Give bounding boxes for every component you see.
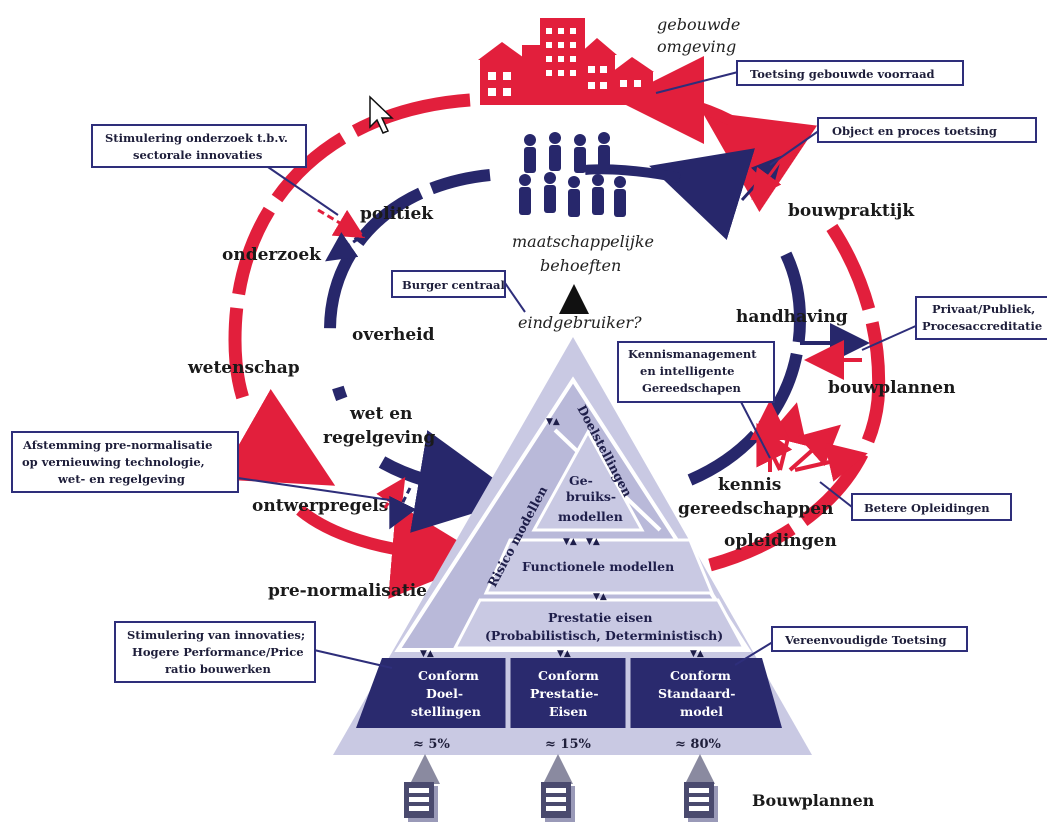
opleidingen-label: opleidingen	[724, 531, 837, 551]
bouwplannen-documents: Bouwplannen	[404, 754, 875, 822]
svg-text:model: model	[680, 704, 723, 719]
svg-text:Stimulering van innovaties;: Stimulering van innovaties;	[127, 628, 305, 642]
svg-text:Afstemming pre-normalisatie: Afstemming pre-normalisatie	[22, 438, 212, 452]
eindgebruiker-label: eindgebruiker?	[518, 313, 642, 332]
svg-text:Doel-: Doel-	[426, 686, 463, 701]
callout-toetsing-voorraad: Toetsing gebouwde voorraad	[655, 60, 964, 94]
prestatie-label-1: Prestatie eisen	[548, 610, 652, 625]
gebruiks-triangle	[531, 428, 645, 532]
svg-text:▼▲: ▼▲	[546, 417, 560, 427]
prenormalisatie-label: pre-normalisatie	[268, 581, 427, 601]
svg-text:wet- en regelgeving: wet- en regelgeving	[57, 472, 185, 486]
svg-text:Conform: Conform	[670, 668, 731, 683]
navy-arrow-wet	[378, 430, 522, 533]
wet-label-1: wet en	[349, 404, 412, 424]
onderzoek-label: onderzoek	[222, 245, 322, 265]
small-arrows	[317, 149, 870, 530]
gebouwde-label: gebouwde	[657, 15, 740, 34]
callout-object-proces: Object en proces toetsing	[769, 117, 1037, 166]
kennis-label-1: kennis	[718, 475, 781, 495]
svg-text:Conform: Conform	[538, 668, 599, 683]
document-stack-icon	[404, 782, 438, 822]
wet-label-2: regelgeving	[323, 428, 435, 448]
pct-standaard: ≈ 80%	[675, 737, 722, 752]
functionele-label: Functionele modellen	[522, 559, 674, 574]
conform-standaard: Conform Standaard- model	[658, 668, 735, 719]
document-stack-icon	[541, 782, 575, 822]
omgeving-label: omgeving	[657, 37, 736, 56]
handhaving-label: handhaving	[736, 307, 848, 327]
people-illustration	[519, 132, 626, 217]
pct-doelstellingen: ≈ 5%	[413, 737, 450, 752]
buildings-illustration	[478, 18, 654, 105]
svg-text:Privaat/Publiek,: Privaat/Publiek,	[932, 302, 1035, 316]
svg-text:en intelligente: en intelligente	[640, 364, 735, 378]
needs-label-2: behoeften	[540, 256, 621, 275]
document-stack-icon	[684, 782, 718, 822]
callout-innovaties: Stimulering van innovaties; Hogere Perfo…	[114, 621, 393, 683]
bouwpraktijk-label: bouwpraktijk	[788, 201, 915, 221]
overheid-label: overheid	[352, 325, 435, 345]
red-arc-right	[701, 111, 886, 572]
svg-text:ratio bouwerken: ratio bouwerken	[165, 662, 271, 676]
red-arc-bottom-left	[296, 503, 488, 599]
svg-text:Conform: Conform	[418, 668, 479, 683]
gebruiks-label-1: Ge-	[569, 473, 593, 488]
svg-text:Stimulering onderzoek t.b.v.: Stimulering onderzoek t.b.v.	[105, 131, 288, 145]
svg-text:▼▲: ▼▲	[563, 537, 577, 547]
conform-doelstellingen: Conform Doel- stellingen	[411, 668, 481, 719]
svg-text:Procesaccreditatie: Procesaccreditatie	[922, 319, 1042, 333]
callout-privaat-publiek: Privaat/Publiek, Procesaccreditatie	[861, 296, 1047, 351]
svg-text:Standaard-: Standaard-	[658, 686, 735, 701]
svg-text:Burger centraal: Burger centraal	[402, 278, 506, 292]
svg-text:▼▲: ▼▲	[586, 537, 600, 547]
red-arc-top-right	[616, 56, 733, 145]
pyramid: ▼▲ ▼▲ ▼▲ ▼▲ ▼▲ ▼▲ ▼▲ Doelstellingen Risi…	[333, 337, 812, 755]
bouwplannen-bottom-label: Bouwplannen	[752, 791, 875, 810]
bouwplannen-label: bouwplannen	[828, 378, 955, 398]
svg-text:Betere Opleidingen: Betere Opleidingen	[864, 501, 990, 515]
svg-text:stellingen: stellingen	[411, 704, 481, 719]
callout-burger-centraal: Burger centraal	[391, 270, 526, 313]
svg-text:sectorale innovaties: sectorale innovaties	[133, 148, 262, 162]
gebruiks-label-3: modellen	[558, 509, 623, 524]
gebruiks-label-2: bruiks-	[566, 489, 616, 504]
prestatie-band	[452, 598, 747, 650]
pct-prestatie: ≈ 15%	[545, 737, 592, 752]
wetenschap-label: wetenschap	[187, 358, 300, 378]
mouse-cursor-icon	[369, 95, 394, 134]
svg-text:Gereedschapen: Gereedschapen	[642, 381, 742, 395]
callout-vereenvoudigde-toetsing: Vereenvoudigde Toetsing	[734, 626, 968, 666]
callout-stimulering-onderzoek: Stimulering onderzoek t.b.v. sectorale i…	[91, 124, 339, 216]
svg-text:▼▲: ▼▲	[593, 592, 607, 602]
ontwerpregels-label: ontwerpregels	[252, 496, 388, 516]
svg-text:Toetsing gebouwde voorraad: Toetsing gebouwde voorraad	[750, 67, 935, 81]
navy-arc-top	[584, 164, 681, 183]
callout-afstemming: Afstemming pre-normalisatie op vernieuwi…	[11, 431, 391, 501]
svg-text:Prestatie-: Prestatie-	[530, 686, 599, 701]
politiek-label: politiek	[360, 204, 434, 224]
svg-text:op vernieuwing technologie,: op vernieuwing technologie,	[22, 455, 205, 469]
svg-text:Object en proces toetsing: Object en proces toetsing	[832, 124, 997, 138]
navy-arc-left	[323, 169, 491, 455]
needs-label-1: maatschappelijke	[512, 232, 654, 251]
svg-text:Eisen: Eisen	[549, 704, 587, 719]
inner-navy-cycle	[323, 148, 807, 533]
svg-text:▼▲: ▼▲	[557, 649, 571, 659]
svg-text:Vereenvoudigde Toetsing: Vereenvoudigde Toetsing	[784, 633, 947, 647]
svg-text:▼▲: ▼▲	[420, 649, 434, 659]
callout-betere-opleidingen: Betere Opleidingen	[819, 481, 1012, 521]
navy-arc-right	[649, 148, 807, 486]
conform-prestatie: Conform Prestatie- Eisen	[530, 668, 599, 719]
svg-text:▼▲: ▼▲	[690, 649, 704, 659]
svg-text:Kennismanagement: Kennismanagement	[628, 347, 757, 361]
kennis-label-2: gereedschappen	[678, 499, 833, 519]
svg-text:Hogere Performance/Price: Hogere Performance/Price	[132, 645, 304, 659]
prestatie-label-2: (Probabilistisch, Deterministisch)	[485, 628, 723, 643]
functionele-band	[483, 538, 715, 595]
callout-kennismanagement: Kennismanagement en intelligente Gereeds…	[617, 341, 775, 459]
conform-bar	[356, 658, 782, 728]
